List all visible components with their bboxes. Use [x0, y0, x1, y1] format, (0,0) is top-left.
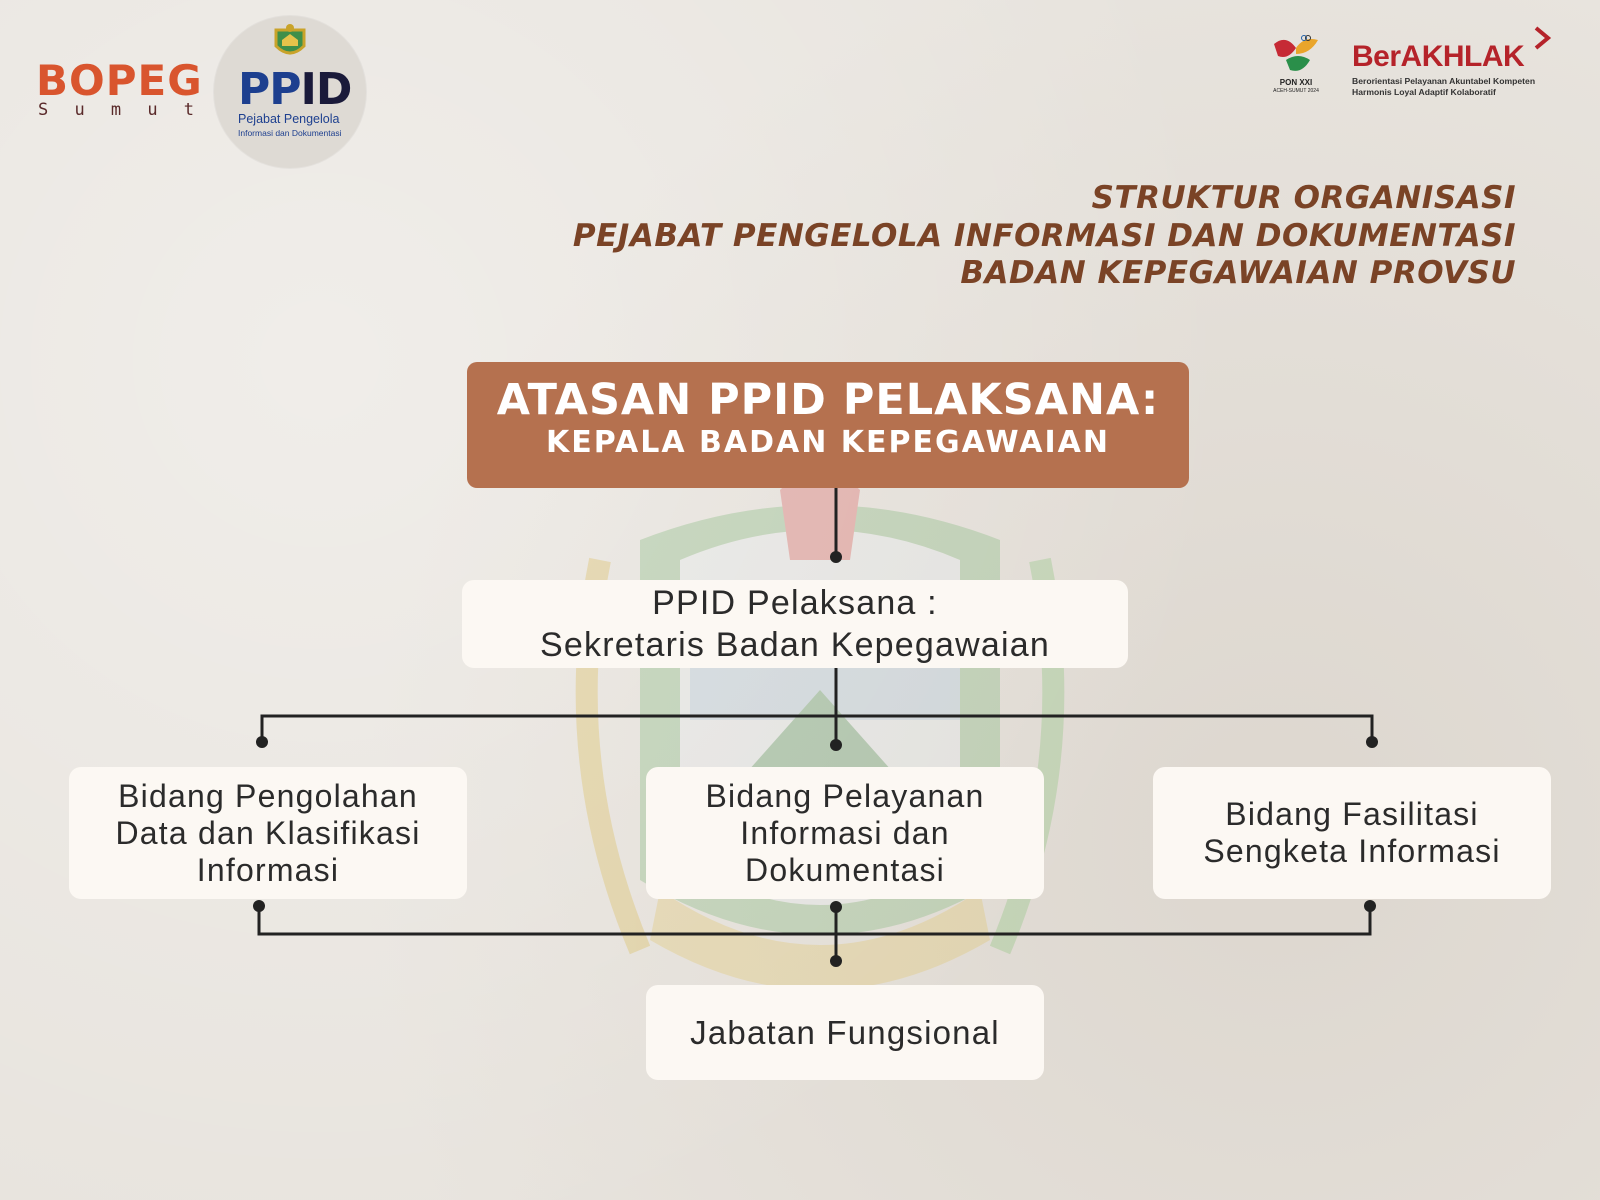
title-line-1: STRUKTUR ORGANISASI: [1091, 180, 1516, 216]
page-title: STRUKTUR ORGANISASI PEJABAT PENGELOLA IN…: [573, 180, 1516, 293]
connector-horizontal-upper: [260, 714, 1374, 740]
connector-dot: [253, 900, 265, 912]
ppid-word-id: ID: [300, 64, 353, 115]
connector-dot: [830, 739, 842, 751]
ppid-subtitle-2: Informasi dan Dokumentasi: [238, 128, 342, 138]
bidang-pelayanan-box: Bidang Pelayanan Informasi dan Dokumenta…: [646, 767, 1044, 899]
bopeg-sub-letter: m: [110, 100, 122, 120]
ppid-word-pp: PP: [238, 64, 301, 115]
bidang-pelayanan-label: Bidang Pelayanan Informasi dan Dokumenta…: [705, 777, 985, 888]
pon-xxi-logo: PON XXI ACEH-SUMUT 2024: [1266, 30, 1326, 102]
title-line-3: BADAN KEPEGAWAIAN PROVSU: [960, 255, 1516, 291]
jabatan-fungsional-box: Jabatan Fungsional: [646, 985, 1044, 1080]
bopeg-sub-letter: S: [38, 100, 49, 120]
bidang-fasilitasi-label: Bidang Fasilitasi Sengketa Informasi: [1203, 796, 1501, 869]
chevron-right-icon: [1534, 26, 1552, 50]
ppid-logo: PPID Pejabat Pengelola Informasi dan Dok…: [214, 16, 366, 168]
bidang-pengolahan-box: Bidang Pengolahan Data dan Klasifikasi I…: [69, 767, 467, 899]
pon-wordmark: PON XXI: [1279, 78, 1313, 87]
bidang-pengolahan-label: Bidang Pengolahan Data dan Klasifikasi I…: [115, 777, 421, 888]
jabatan-fungsional-label: Jabatan Fungsional: [690, 1014, 1000, 1051]
ppid-subtitle-1: Pejabat Pengelola: [238, 112, 340, 126]
bopeg-sub-letter: t: [183, 100, 194, 120]
atasan-ppid-box: ATASAN PPID PELAKSANA: KEPALA BADAN KEPE…: [467, 362, 1189, 488]
ppid-pelaksana-label: PPID Pelaksana : Sekretaris Badan Kepega…: [540, 584, 1050, 664]
bidang-fasilitasi-box: Bidang Fasilitasi Sengketa Informasi: [1153, 767, 1551, 899]
bopeg-sub-letter: u: [147, 100, 158, 120]
connector-dot: [830, 551, 842, 563]
crest-icon: [274, 24, 306, 55]
atasan-ppid-subtitle: KEPALA BADAN KEPEGAWAIAN: [546, 425, 1110, 460]
atasan-ppid-title: ATASAN PPID PELAKSANA:: [496, 375, 1160, 425]
connector-horizontal-lower: [257, 906, 1372, 936]
connector-dot: [1366, 736, 1378, 748]
bopeg-subtext: S u m u t: [38, 100, 194, 120]
bopeg-sub-letter: u: [74, 100, 85, 120]
connector-dot: [1364, 900, 1376, 912]
bopeg-wordmark: BOPEG: [36, 56, 203, 105]
connector-dot: [830, 955, 842, 967]
ppid-wordmark: PPID: [238, 64, 353, 115]
pon-subtext: ACEH-SUMUT 2024: [1273, 88, 1319, 94]
berakhlak-tagline-1: Berorientasi Pelayanan Akuntabel Kompete…: [1352, 76, 1536, 86]
berakhlak-wordmark: BerAKHLAK: [1352, 40, 1525, 73]
connector-dot: [256, 736, 268, 748]
berakhlak-logo: BerAKHLAK Berorientasi Pelayanan Akuntab…: [1352, 24, 1562, 104]
bopeg-sumut-logo: BOPEG S u m u t: [36, 56, 202, 126]
pon-flame-icon: [1274, 35, 1318, 71]
berakhlak-tagline-2: Harmonis Loyal Adaptif Kolaboratif: [1352, 87, 1496, 97]
ppid-pelaksana-box: PPID Pelaksana : Sekretaris Badan Kepega…: [462, 580, 1128, 668]
title-line-2: PEJABAT PENGELOLA INFORMASI DAN DOKUMENT…: [572, 217, 1516, 254]
connector-dot: [830, 901, 842, 913]
